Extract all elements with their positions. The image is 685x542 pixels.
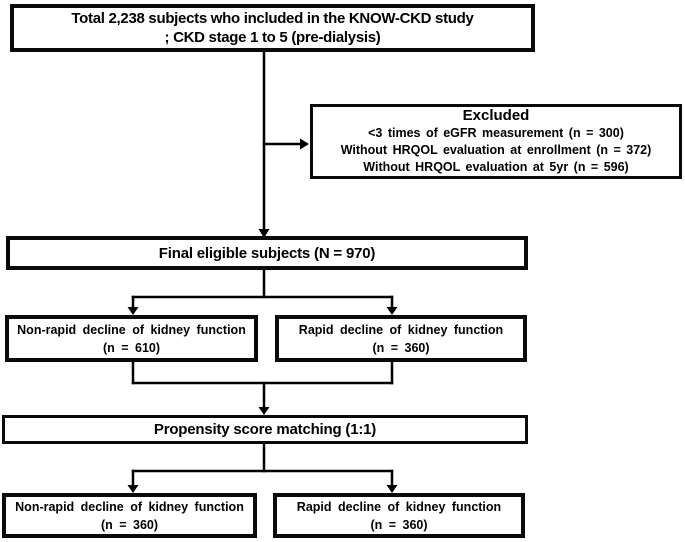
box-nonrapid-decline-pre-matching: Non-rapid decline of kidney function (n …	[5, 315, 258, 362]
excluded-title: Excluded	[462, 107, 530, 124]
connector-branch-to-excluded	[262, 138, 309, 150]
connector-groups-merge	[131, 359, 394, 415]
connector-psm-split	[127, 441, 398, 493]
psm-label: Propensity score matching (1:1)	[153, 421, 377, 438]
box-total-subjects: Total 2,238 subjects who included in the…	[10, 4, 535, 52]
nonrapid-pre-count: (n = 610)	[102, 340, 161, 355]
box-rapid-decline-pre-matching: Rapid decline of kidney function (n = 36…	[275, 315, 527, 362]
rapid-post-count: (n = 360)	[370, 517, 428, 532]
connector-final-split	[127, 267, 398, 315]
total-subjects-line2: ; CKD stage 1 to 5 (pre-dialysis)	[164, 29, 381, 46]
box-nonrapid-decline-post-matching: Non-rapid decline of kidney function (n …	[2, 493, 257, 538]
box-excluded: Excluded <3 times of eGFR measurement (n…	[310, 104, 682, 179]
total-subjects-line1: Total 2,238 subjects who included in the…	[71, 10, 474, 27]
box-rapid-decline-post-matching: Rapid decline of kidney function (n = 36…	[273, 493, 525, 538]
final-eligible-label: Final eligible subjects (N = 970)	[158, 244, 376, 262]
rapid-pre-line1: Rapid decline of kidney function	[298, 322, 504, 337]
rapid-post-line1: Rapid decline of kidney function	[296, 499, 502, 514]
box-propensity-score-matching: Propensity score matching (1:1)	[2, 415, 528, 444]
connector-total-to-final	[258, 48, 270, 238]
excluded-item-egfr: <3 times of eGFR measurement (n = 300)	[368, 126, 624, 140]
excluded-item-hrqol-enrollment: Without HRQOL evaluation at enrollment (…	[340, 143, 652, 157]
excluded-item-hrqol-5yr: Without HRQOL evaluation at 5yr (n = 596…	[363, 160, 629, 174]
nonrapid-post-count: (n = 360)	[100, 517, 159, 532]
rapid-pre-count: (n = 360)	[372, 340, 430, 355]
box-final-eligible: Final eligible subjects (N = 970)	[6, 236, 528, 270]
nonrapid-post-line1: Non-rapid decline of kidney function	[15, 499, 244, 514]
nonrapid-pre-line1: Non-rapid decline of kidney function	[17, 322, 246, 337]
